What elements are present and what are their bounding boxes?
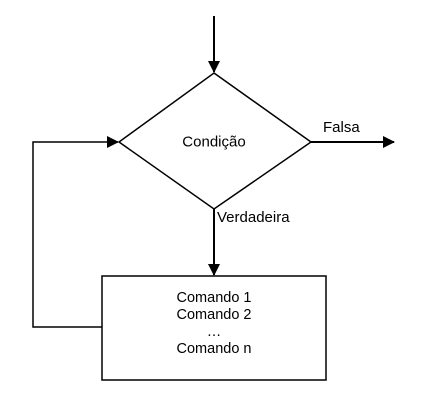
command-line: Comando 1 [176,290,252,306]
command-line: Comando 2 [176,307,252,323]
command-ellipsis: … [206,324,222,340]
commands-box[interactable] [101,275,327,381]
command-line: Comando n [176,341,252,357]
true-branch-label: Verdadeira [217,209,290,226]
loop-back-arrow [32,136,119,328]
command-list: Comando 1 Comando 2 … Comando n [102,290,326,358]
false-branch-label: Falsa [323,119,360,136]
condition-label: Condição [182,133,246,151]
